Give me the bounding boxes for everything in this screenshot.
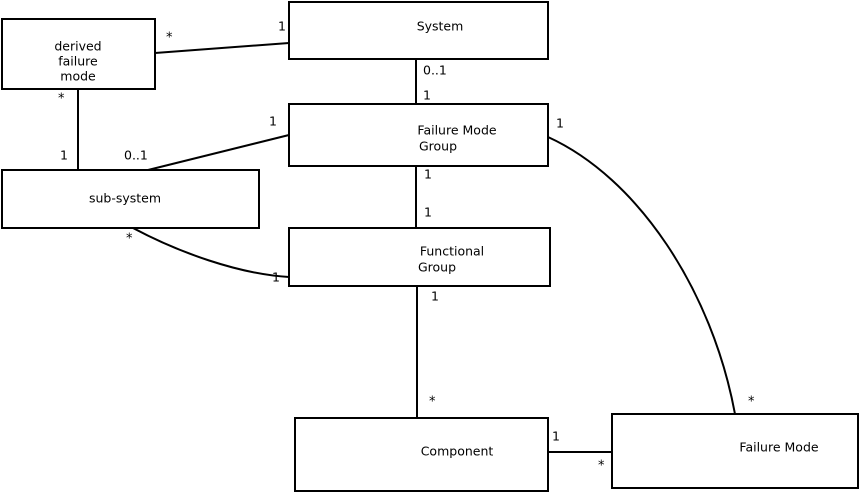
class-box-functional-group[interactable] [288,227,551,287]
multiplicity-component-right: 1 [552,429,560,444]
class-label-sub-system: sub-system [89,191,161,206]
multiplicity-sub-system-top-left: 1 [60,148,68,163]
multiplicity-sub-system-bottom: * [126,232,133,247]
multiplicity-failure-mode-group-bottom: 1 [424,167,432,182]
multiplicity-system-bottom: 0..1 [423,63,447,78]
class-label-component: Component [421,444,494,459]
class-label-functional-group-line2: Group [418,260,456,275]
class-label-functional-group-line1: Functional [420,244,484,259]
multiplicity-sub-system-top-right: 0..1 [124,148,148,163]
association-failure-mode-group-failure-mode [547,136,736,415]
multiplicity-system-left: 1 [278,19,286,34]
class-label-failure-mode: Failure Mode [739,440,818,455]
association-derived-failure-mode-system [154,42,290,54]
class-label-failure-mode-group-line1: Failure Mode [417,123,496,138]
multiplicity-derived-fm-right: * [166,31,173,46]
multiplicity-derived-fm-bottom: * [58,92,65,107]
multiplicity-failure-mode-group-top: 1 [423,88,431,103]
association-sub-system-functional-group [132,227,290,278]
class-box-derived-failure-mode[interactable] [1,18,156,90]
class-label-derived-failure-mode-line2: failure [58,54,98,69]
class-box-failure-mode-group[interactable] [288,103,549,167]
association-sub-system-failure-mode-group [147,134,290,171]
class-label-derived-failure-mode-line1: derived [54,39,101,54]
class-box-system[interactable] [288,1,549,60]
multiplicity-functional-group-bottom: 1 [431,289,439,304]
multiplicity-failure-mode-top: * [748,395,755,410]
multiplicity-failure-mode-group-right: 1 [556,116,564,131]
multiplicity-component-top: * [429,395,436,410]
multiplicity-functional-group-left: 1 [272,270,280,285]
class-label-failure-mode-group-line2: Group [419,139,457,154]
multiplicity-failure-mode-left: * [598,459,605,474]
class-box-failure-mode[interactable] [611,413,859,489]
class-label-system: System [417,19,464,34]
multiplicity-functional-group-top: 1 [424,205,432,220]
class-label-derived-failure-mode-line3: mode [60,69,96,84]
class-box-sub-system[interactable] [1,169,260,229]
class-box-component[interactable] [294,417,549,492]
multiplicity-failure-mode-group-left: 1 [269,114,277,129]
